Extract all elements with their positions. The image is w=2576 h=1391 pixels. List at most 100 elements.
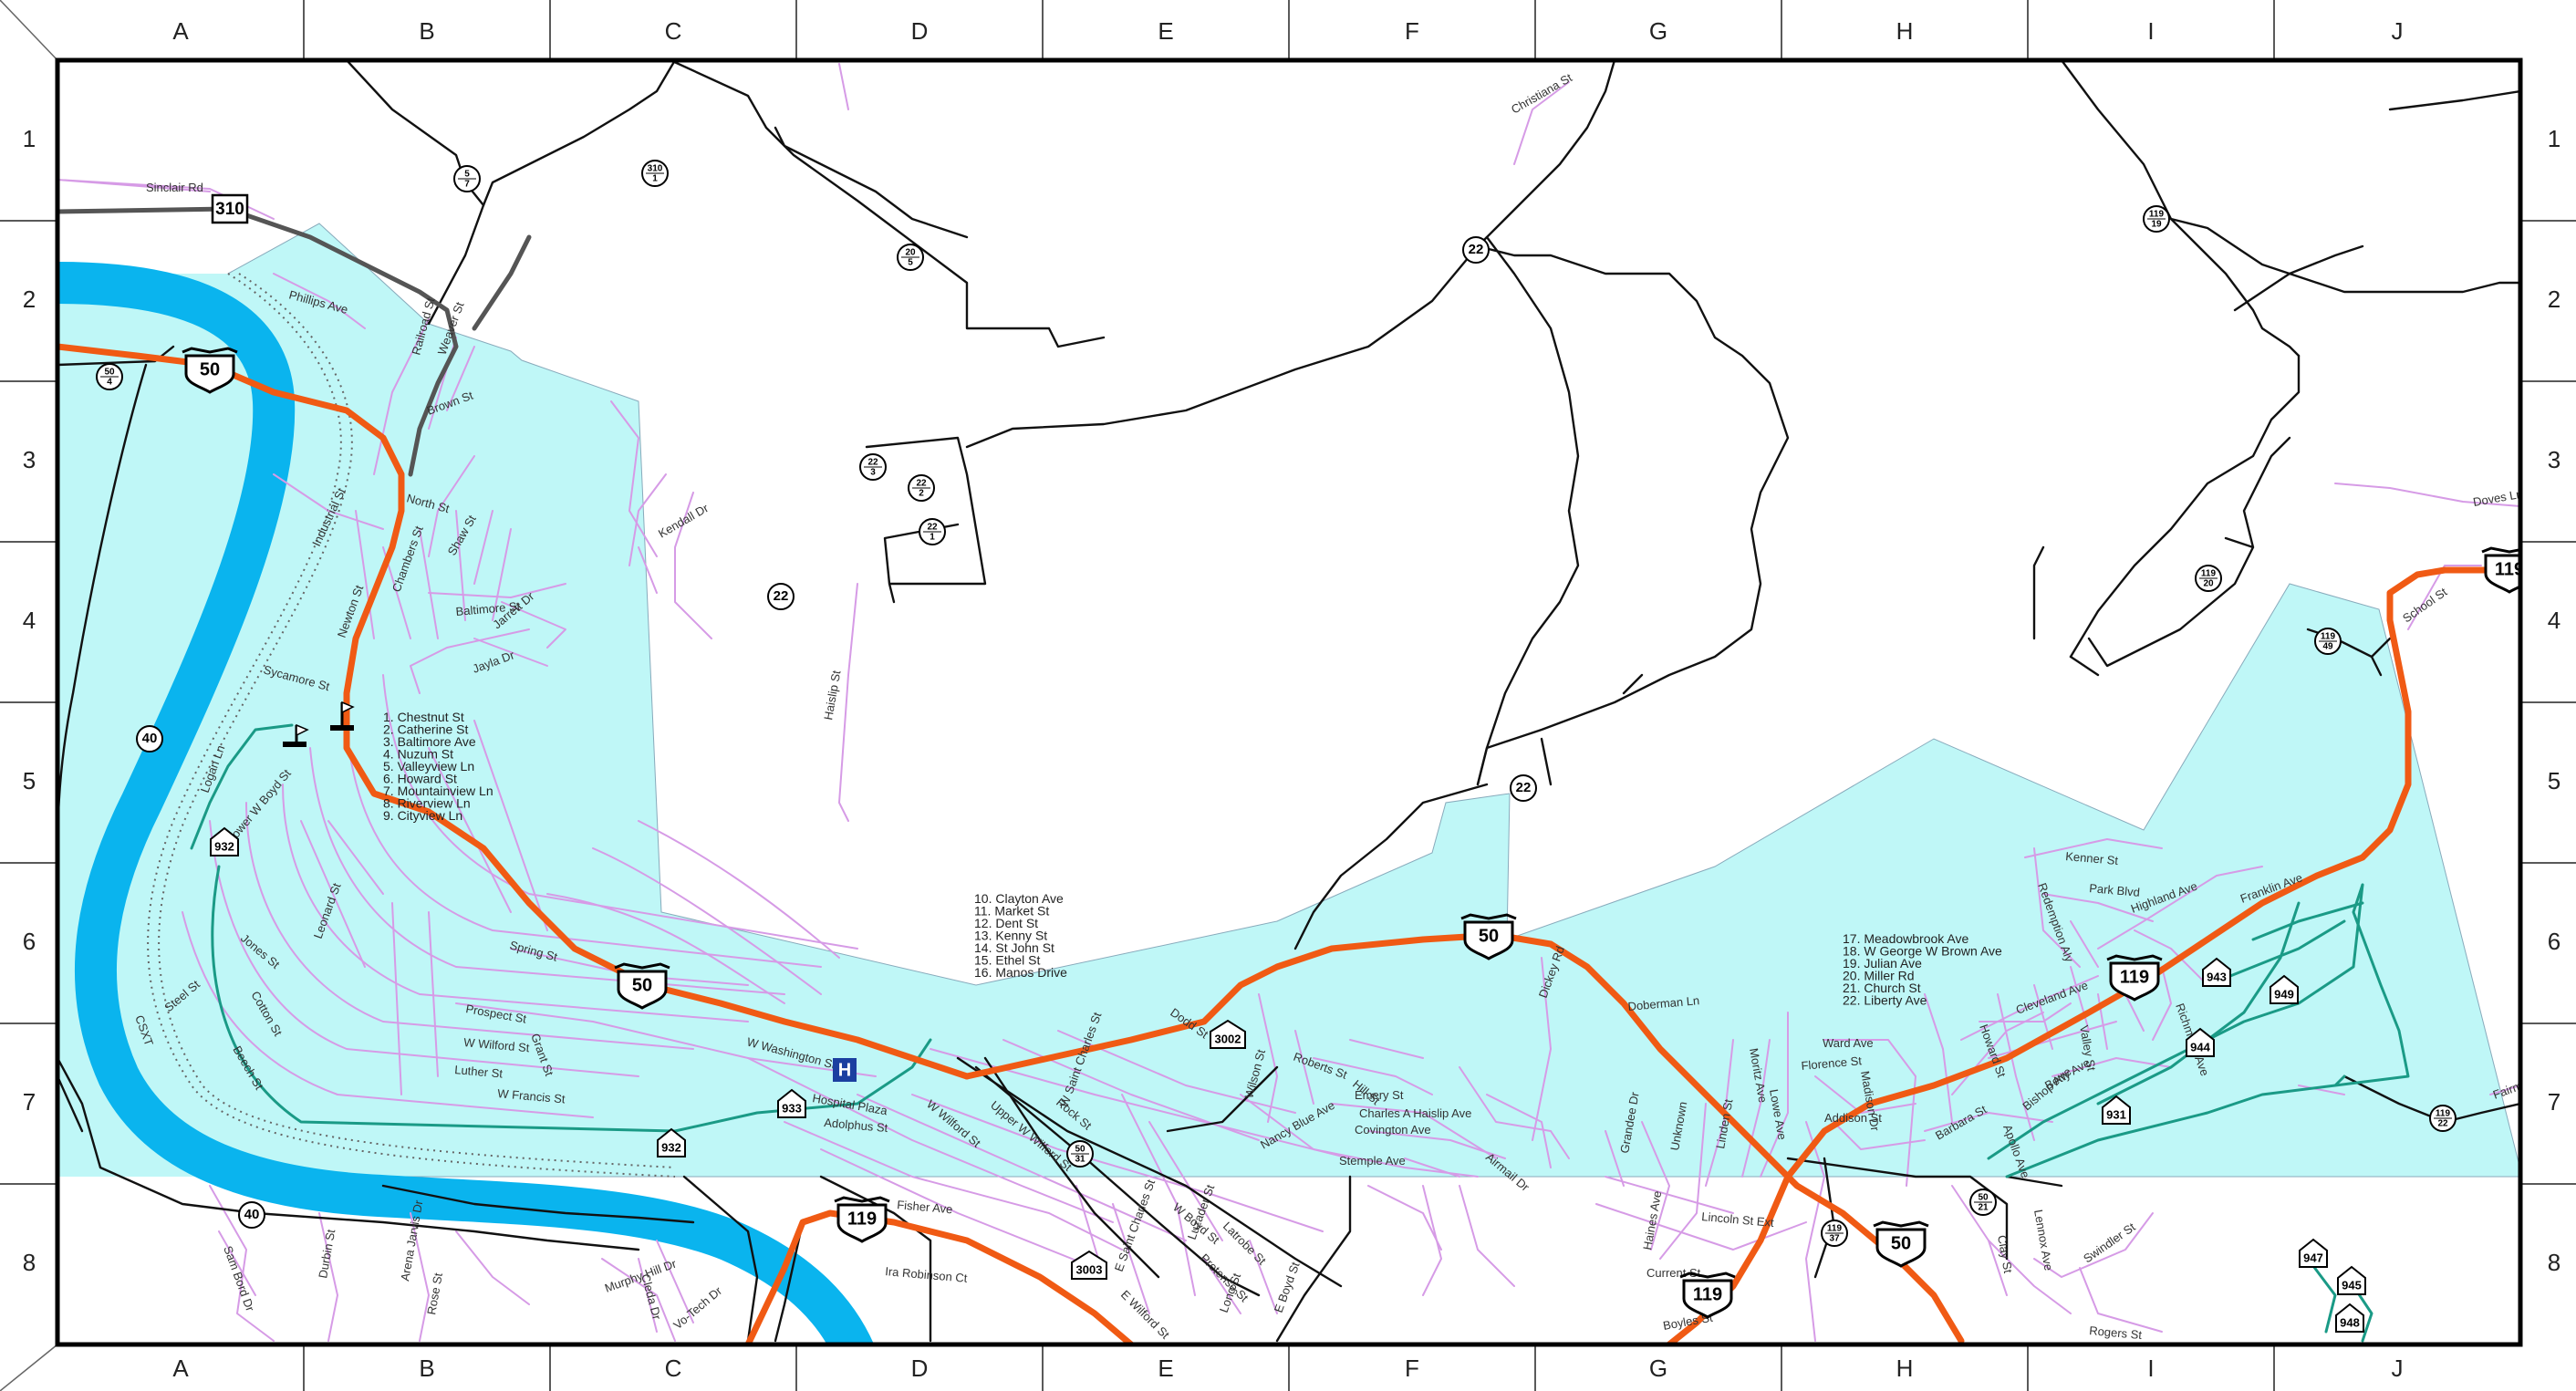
state-secondary-route-number: 945 xyxy=(2342,1278,2362,1292)
grid-column-label-bottom: B xyxy=(419,1355,434,1382)
fractional-route-number: 22 xyxy=(867,458,878,468)
state-secondary-route-marker: 943 xyxy=(2202,957,2231,987)
hospital-icon: H xyxy=(833,1058,857,1082)
county-route-marker: 40 xyxy=(136,725,163,753)
state-secondary-route-marker: 932 xyxy=(657,1127,686,1157)
flag-icon xyxy=(283,701,355,747)
state-secondary-route-number: 944 xyxy=(2190,1040,2210,1054)
street-key-entry: 2. Catherine St xyxy=(383,722,468,737)
grid-column-label-bottom: D xyxy=(911,1355,929,1382)
street-key-entry: 21. Church St xyxy=(1843,981,1921,995)
us-route-shield: 119 xyxy=(1679,1272,1736,1319)
grid-row-label-left: 5 xyxy=(23,767,36,794)
state-secondary-route-marker: 945 xyxy=(2337,1265,2366,1295)
grid-column-label-top: C xyxy=(665,17,682,45)
fractional-route-marker: 57 xyxy=(453,165,481,192)
grid-row-label-right: 1 xyxy=(2548,125,2560,152)
state-routes xyxy=(190,723,2410,1343)
fractional-route-number: 50 xyxy=(1075,1145,1085,1155)
street-label: Florence St xyxy=(1801,1054,1863,1073)
street-key-entry: 5. Valleyview Ln xyxy=(383,759,474,773)
fractional-route-marker: 223 xyxy=(859,453,887,481)
state-secondary-route-marker: 931 xyxy=(2102,1095,2131,1125)
fractional-route-subnumber: 37 xyxy=(1829,1234,1840,1244)
fractional-route-number: 50 xyxy=(1978,1193,1989,1203)
grid-row-label-left: 2 xyxy=(23,285,36,313)
fractional-route-number: 20 xyxy=(905,248,916,258)
grid-row-label-right: 3 xyxy=(2548,446,2560,473)
county-route-number: 40 xyxy=(244,1207,260,1222)
state-secondary-route-number: 933 xyxy=(782,1101,802,1115)
state-secondary-route-number: 932 xyxy=(661,1140,681,1154)
fractional-route-number: 50 xyxy=(104,368,115,378)
fractional-route-subnumber: 20 xyxy=(2203,579,2214,589)
street-label: Ward Ave xyxy=(1823,1036,1874,1050)
street-key-entry: 4. Nuzum St xyxy=(383,747,453,762)
street-label: Doberman Ln xyxy=(1627,993,1700,1013)
street-label: Emery St xyxy=(1355,1088,1404,1102)
route-markers: 5050505011911911911931040402222225731012… xyxy=(96,160,2524,1333)
grid-row-label-right: 8 xyxy=(2548,1249,2560,1276)
fractional-route-subnumber: 4 xyxy=(107,378,112,388)
state-secondary-route-number: 932 xyxy=(214,839,234,853)
grid-column-label-bottom: F xyxy=(1405,1355,1419,1382)
street-key-entry: 17. Meadowbrook Ave xyxy=(1843,931,1968,946)
street-label: Adolphus St xyxy=(824,1116,889,1135)
fractional-route-number: 5 xyxy=(464,170,470,180)
street-key-entry: 20. Miller Rd xyxy=(1843,969,1915,983)
fractional-route-number: 310 xyxy=(648,164,663,174)
fractional-route-number: 119 xyxy=(2149,210,2165,220)
street-key-entry: 1. Chestnut St xyxy=(383,710,464,724)
state-secondary-route-number: 3003 xyxy=(1076,1262,1103,1276)
us-50-west xyxy=(57,343,971,1080)
local-streets xyxy=(57,63,2520,1342)
street-key-entry: 9. Cityview Ln xyxy=(383,808,462,823)
fractional-route-subnumber: 3 xyxy=(870,468,876,478)
fractional-route-number: 22 xyxy=(916,479,927,489)
street-label: Clay St xyxy=(1995,1234,2015,1274)
state-secondary-route-marker: 3003 xyxy=(1071,1250,1107,1280)
us-route-number: 119 xyxy=(847,1209,877,1229)
fractional-route-marker: 222 xyxy=(908,474,935,502)
fractional-route-subnumber: 49 xyxy=(2322,642,2333,652)
us-route-shield: 50 xyxy=(1873,1220,1929,1268)
street-key-entry: 14. St John St xyxy=(974,940,1054,955)
river xyxy=(57,262,875,1344)
us-route-number: 50 xyxy=(632,975,652,995)
state-secondary-route-marker: 3002 xyxy=(1210,1019,1246,1049)
state-secondary-route-number: 948 xyxy=(2340,1315,2360,1329)
svg-text:H: H xyxy=(838,1060,851,1080)
fractional-route-subnumber: 1 xyxy=(652,174,658,184)
street-key-entry: 15. Ethel St xyxy=(974,953,1040,968)
grid-column-label-top: B xyxy=(419,17,434,45)
fractional-route-number: 22 xyxy=(927,523,938,533)
county-route-marker: 40 xyxy=(238,1201,265,1229)
street-key-entry: 8. Riverview Ln xyxy=(383,796,471,811)
us-119-north xyxy=(1666,566,2520,1344)
grid-row-label-left: 7 xyxy=(23,1088,36,1116)
state-secondary-route-number: 943 xyxy=(2207,970,2227,983)
grid-column-label-bottom: J xyxy=(2392,1355,2404,1382)
street-key-entry: 13. Kenny St xyxy=(974,929,1047,943)
grid-column-label-bottom: C xyxy=(665,1355,682,1382)
street-label: W Francis St xyxy=(497,1086,566,1106)
us-119-south xyxy=(744,1209,1135,1344)
state-secondary-route-marker: 944 xyxy=(2186,1027,2215,1057)
street-label: Baltimore St xyxy=(455,599,521,618)
street-label: Sinclair Rd xyxy=(146,181,203,194)
fractional-route-marker: 205 xyxy=(897,244,924,271)
county-route-number: 22 xyxy=(774,588,789,604)
us-route-number: 119 xyxy=(1693,1284,1722,1304)
street-key-west: 1. Chestnut St2. Catherine St3. Baltimor… xyxy=(383,710,493,823)
grid-column-label-top: I xyxy=(2147,17,2154,45)
us-route-number: 119 xyxy=(2495,559,2524,579)
fractional-route-subnumber: 22 xyxy=(2437,1119,2448,1129)
